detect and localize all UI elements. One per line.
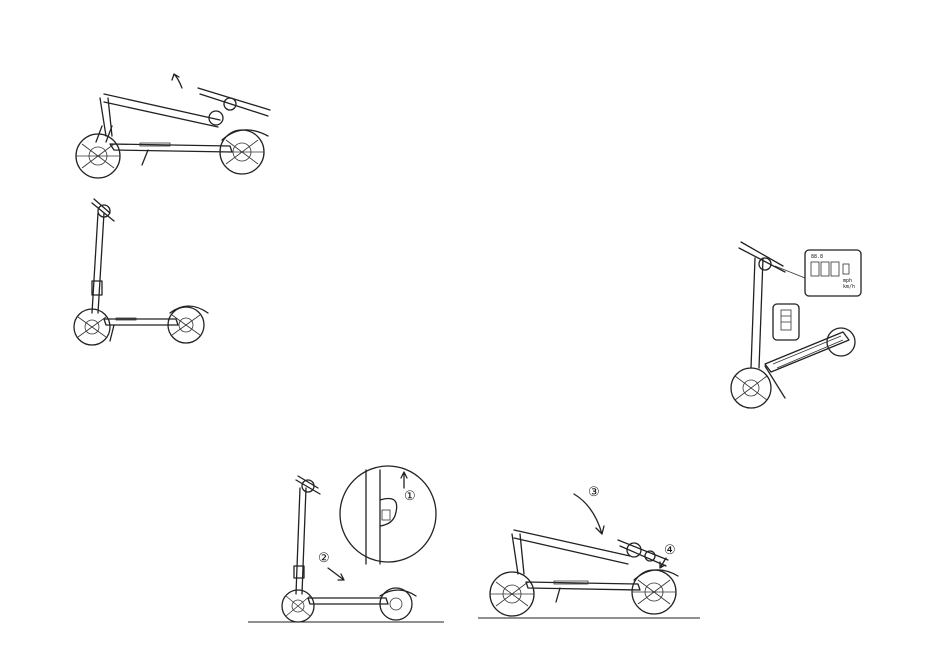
fold-arrow-2 (328, 568, 344, 580)
deck (526, 582, 640, 590)
front-wheel (731, 368, 771, 408)
figure-upright-scooter (70, 195, 215, 350)
figure-display-callout: mph km/h 88.8 (725, 238, 895, 413)
steering-column (92, 213, 104, 313)
step-marker-1: ① (404, 489, 416, 504)
unit-kmh-label: km/h (843, 284, 855, 290)
display-callout: mph km/h 88.8 (775, 250, 861, 296)
front-wheel (76, 134, 120, 178)
deck (308, 598, 388, 604)
steering-column (751, 258, 763, 368)
speed-digits: 88.8 (811, 254, 823, 260)
fold-arrow-3 (574, 494, 604, 534)
handlebar (92, 199, 114, 221)
unfold-arrow (172, 74, 182, 88)
deck (104, 319, 178, 325)
front-wheel (282, 590, 314, 622)
figure-fold-lever: ① ② (248, 470, 448, 630)
front-wheel (74, 309, 110, 345)
kickstand (142, 150, 148, 165)
battery-callout (773, 304, 799, 340)
front-wheel (490, 572, 534, 616)
lever-detail-circle (340, 466, 436, 564)
step-marker-2: ② (318, 551, 330, 566)
fold-arrow-4 (660, 558, 666, 568)
figure-unfolding-scooter (70, 70, 280, 185)
step-marker-4: ④ (664, 543, 676, 558)
deck (110, 144, 232, 152)
handlebar (198, 88, 270, 116)
step-marker-3: ③ (588, 485, 600, 500)
figure-folded-scooter: ③ ④ (478, 478, 708, 628)
